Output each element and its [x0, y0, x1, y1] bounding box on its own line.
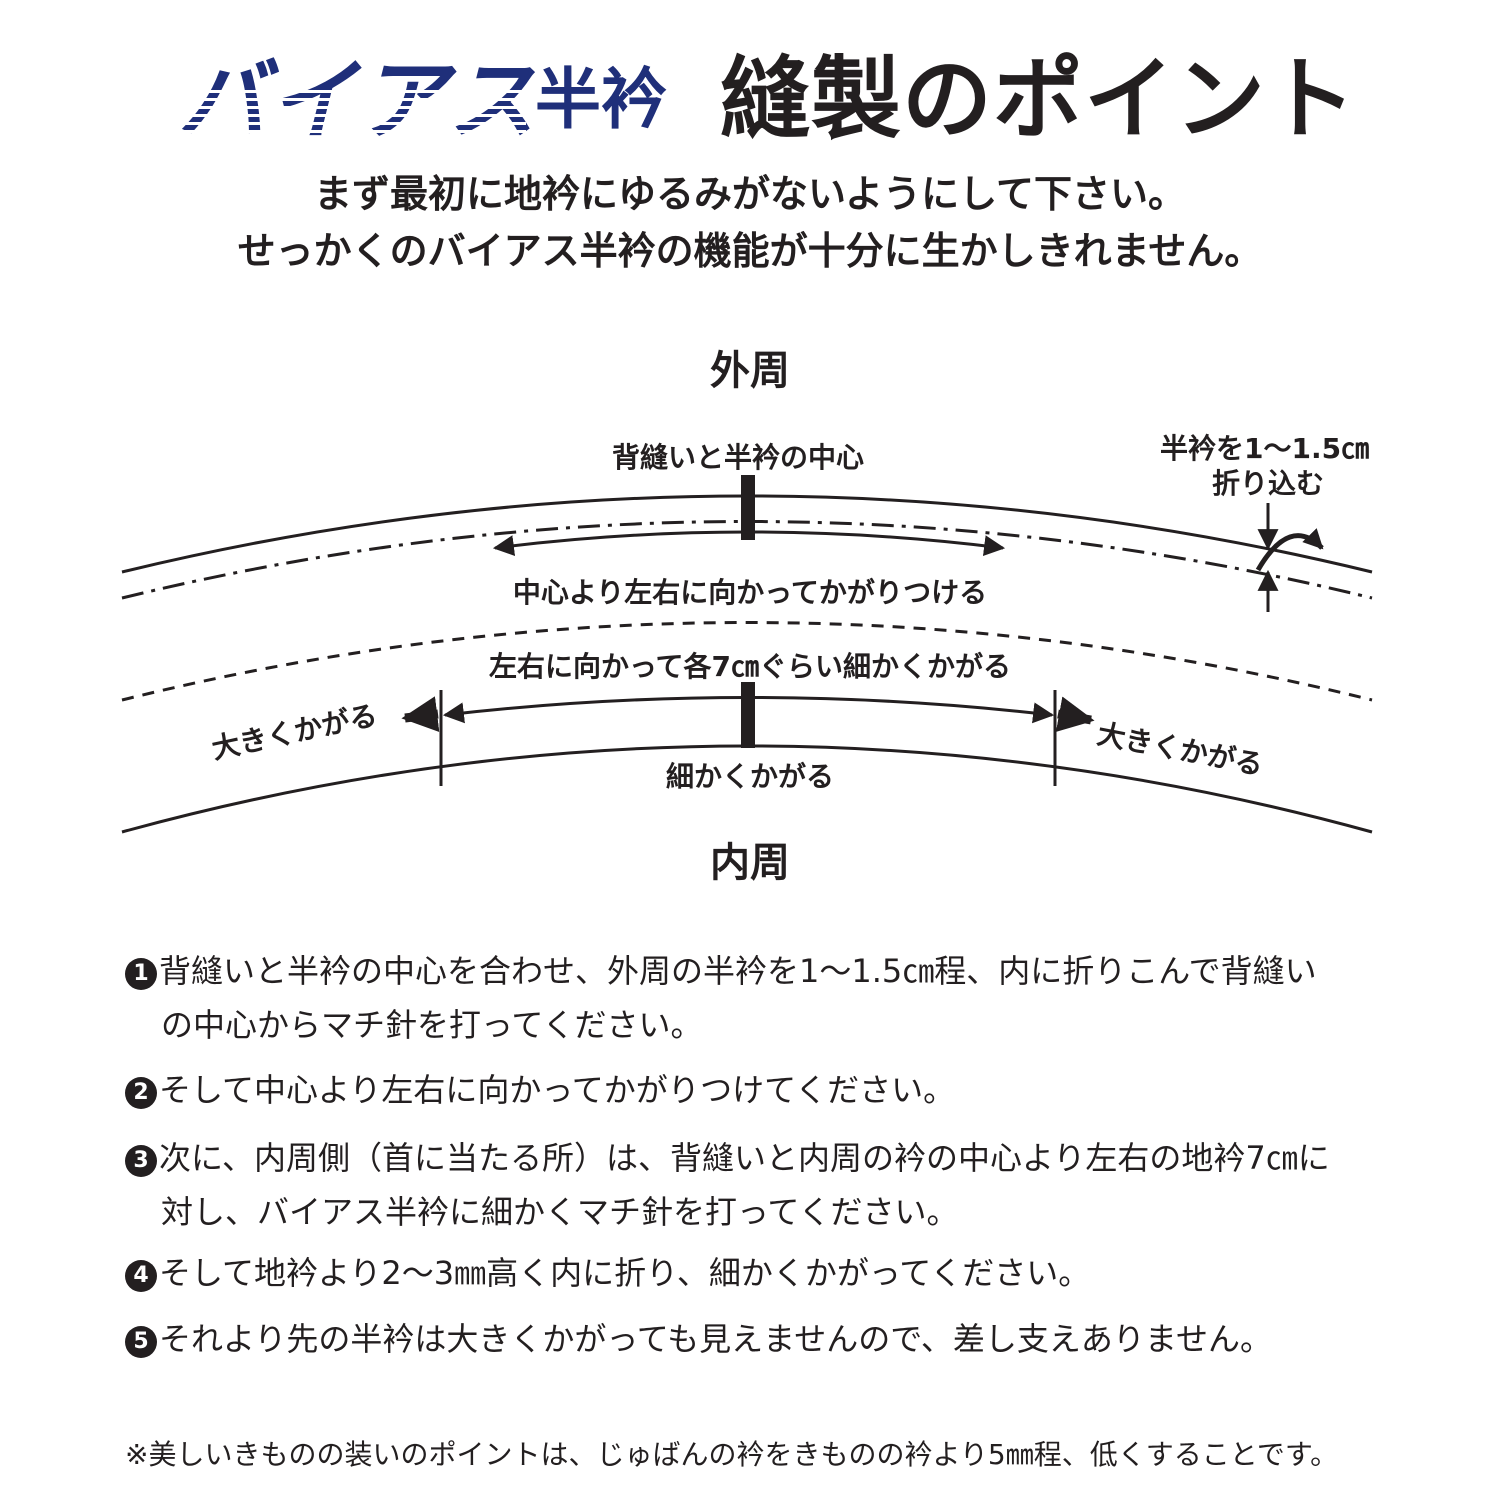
step-1-line-2: の中心からマチ針を打ってください。: [161, 1006, 703, 1044]
title-han-eri: 半衿: [535, 61, 667, 138]
inner-fine-stitch-arrow: [442, 696, 1055, 724]
step-1-number: 1: [125, 958, 157, 990]
fold-curl-arrow: [1255, 528, 1324, 572]
step-4-line-1: そして地衿より2～3㎜高く内に折り、細かくかがってください。: [159, 1254, 1091, 1292]
inner-collar-fold: [121, 621, 1373, 702]
intro-line-2: せっかくのバイアス半衿の機能が十分に生かしきれません。: [237, 228, 1263, 273]
intro-line-1: まず最初に地衿にゆるみがないようにして下さい。: [313, 171, 1187, 216]
title-sewing-point: 縫製のポイント: [720, 47, 1357, 152]
fold-label-2: 折り込む: [1212, 467, 1325, 500]
outer-label: 外周: [710, 348, 790, 394]
step-3-line-2: 対し、バイアス半衿に細かくマチ針を打ってください。: [161, 1193, 959, 1231]
fold-label-1: 半衿を1～1.5㎝: [1160, 432, 1370, 465]
large-stitch-right-arrow: [1055, 696, 1095, 732]
step-5-line-1: それより先の半衿は大きくかがっても見えませんので、差し支えありません。: [159, 1320, 1272, 1358]
inner-stitch-label: 左右に向かって各7㎝ぐらい細かくかがる: [488, 650, 1012, 683]
inner-label: 内周: [710, 840, 790, 886]
step-4-number: 4: [125, 1260, 157, 1292]
large-stitch-left-arrow: [401, 696, 440, 732]
step-3-line-1: 次に、内周側（首に当たる所）は、背縫いと内周の衿の中心より左右の地衿7㎝に: [159, 1139, 1330, 1177]
step-2-number: 2: [125, 1077, 157, 1109]
outer-center-mark: [741, 475, 755, 540]
step-2-line-1: そして中心より左右に向かってかがりつけてください。: [159, 1071, 956, 1109]
center-label: 背縫いと半衿の中心: [612, 441, 865, 474]
inner-center-mark: [741, 682, 755, 748]
step-3-number: 3: [125, 1145, 157, 1177]
step-5-number: 5: [125, 1326, 157, 1358]
step-1-line-1: 背縫いと半衿の中心を合わせ、外周の半衿を1～1.5㎝程、内に折りこんで背縫い: [159, 952, 1317, 990]
fine-stitch-label: 細かくかがる: [665, 760, 834, 793]
outer-stitch-label: 中心より左右に向かってかがりつける: [512, 576, 988, 609]
footnote: ※美しいきものの装いのポイントは、じゅばんの衿をきものの衿より5㎜程、低くするこ…: [125, 1438, 1339, 1471]
outer-stitch-arrow: [492, 530, 1006, 557]
